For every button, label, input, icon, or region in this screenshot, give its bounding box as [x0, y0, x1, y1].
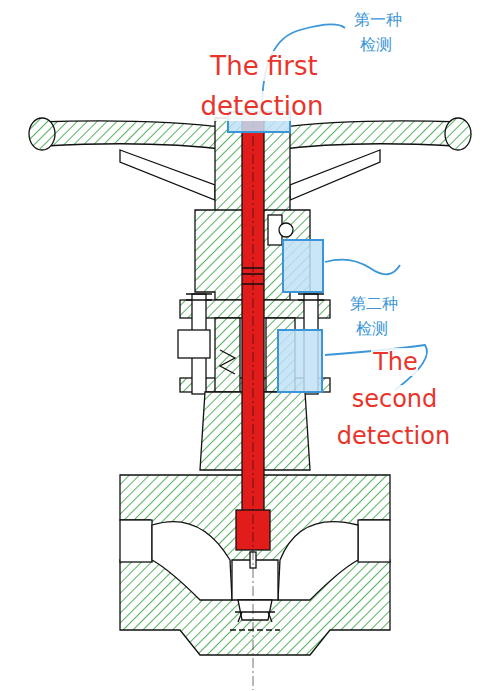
chinese-label: 第二种 检测 — [348, 294, 398, 338]
detection-label-box: The second detection — [332, 344, 457, 456]
detection-highlight — [228, 112, 323, 392]
valve-body — [29, 100, 471, 690]
detection-label-box: The first detection — [188, 46, 338, 127]
chinese-label-box: 第二种 检测 — [346, 292, 400, 342]
chinese-label-box: 第一种 检测 — [350, 8, 404, 58]
detection-label: The first detection — [201, 51, 326, 121]
detection-label: The second detection — [337, 348, 452, 450]
chinese-label: 第一种 检测 — [352, 10, 402, 54]
